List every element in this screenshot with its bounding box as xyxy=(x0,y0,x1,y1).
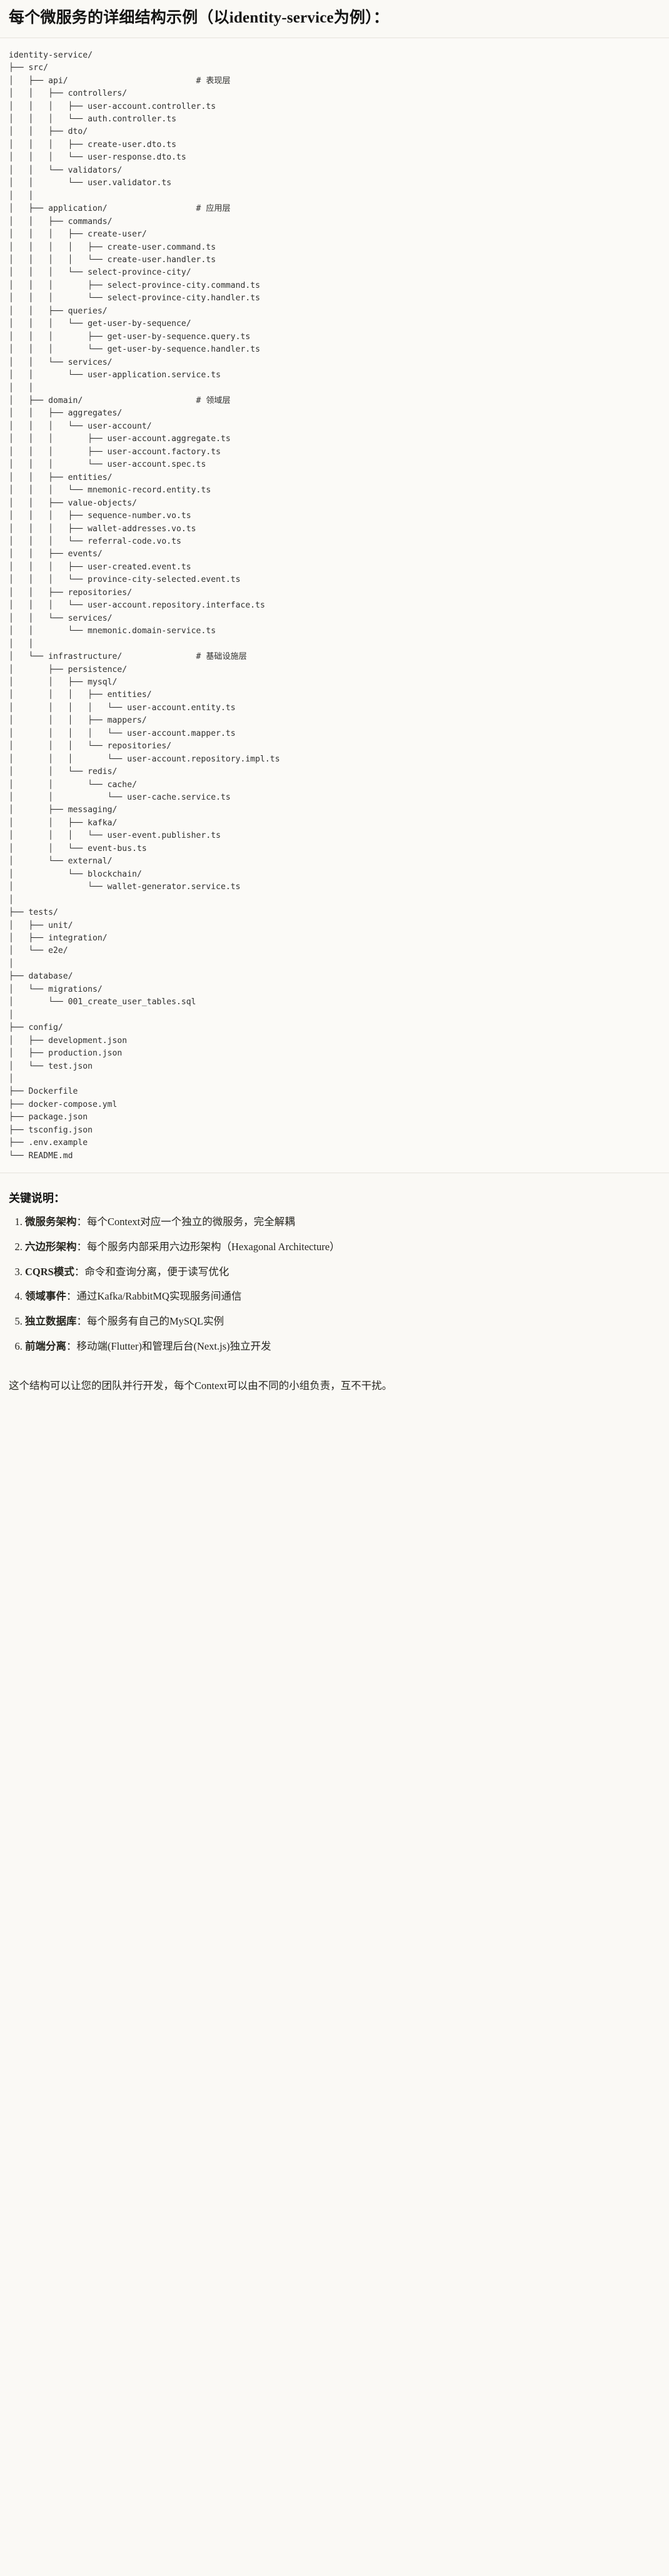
note-term: 微服务架构 xyxy=(25,1216,77,1228)
directory-tree: identity-service/ ├── src/ │ ├── api/ # … xyxy=(9,50,280,1161)
note-term: 前端分离 xyxy=(25,1340,66,1352)
note-body: 每个服务内部采用六边形架构（Hexagonal Architecture） xyxy=(87,1240,340,1253)
note-body: 每个Context对应一个独立的微服务，完全解耦 xyxy=(87,1216,295,1228)
list-item: 前端分离：移动端(Flutter)和管理后台(Next.js)独立开发 xyxy=(25,1339,660,1355)
list-item: 领域事件：通过Kafka/RabbitMQ实现服务间通信 xyxy=(25,1289,660,1305)
page-title: 每个微服务的详细结构示例（以identity-service为例）： xyxy=(9,9,390,26)
note-term: CQRS模式 xyxy=(25,1265,74,1278)
list-item: CQRS模式：命令和查询分离，便于读写优化 xyxy=(25,1265,660,1280)
note-term: 六边形架构 xyxy=(25,1240,77,1253)
list-item: 微服务架构：每个Context对应一个独立的微服务，完全解耦 xyxy=(25,1214,660,1230)
note-separator: ： xyxy=(66,1340,77,1352)
note-body: 命令和查询分离，便于读写优化 xyxy=(84,1265,229,1278)
note-separator: ： xyxy=(66,1290,77,1303)
list-item: 独立数据库：每个服务有自己的MySQL实例 xyxy=(25,1314,660,1330)
directory-tree-code-block: identity-service/ ├── src/ │ ├── api/ # … xyxy=(0,38,669,1173)
list-item: 六边形架构：每个服务内部采用六边形架构（Hexagonal Architectu… xyxy=(25,1240,660,1255)
closing-paragraph: 这个结构可以让您的团队并行开发，每个Context可以由不同的小组负责，互不干扰… xyxy=(9,1379,393,1392)
note-separator: ： xyxy=(76,1240,88,1253)
key-notes-list: 微服务架构：每个Context对应一个独立的微服务，完全解耦 六边形架构：每个服… xyxy=(9,1214,660,1355)
note-term: 领域事件 xyxy=(25,1290,66,1303)
note-term: 独立数据库 xyxy=(25,1315,77,1328)
note-separator: ： xyxy=(76,1315,88,1328)
note-separator: ： xyxy=(76,1216,88,1228)
note-body: 每个服务有自己的MySQL实例 xyxy=(87,1315,224,1328)
key-notes-title: 关键说明： xyxy=(9,1192,65,1205)
document-page: 每个微服务的详细结构示例（以identity-service为例）： ident… xyxy=(0,0,669,1403)
note-separator: ： xyxy=(74,1265,85,1278)
note-body: 移动端(Flutter)和管理后台(Next.js)独立开发 xyxy=(76,1340,271,1352)
note-body: 通过Kafka/RabbitMQ实现服务间通信 xyxy=(76,1290,242,1303)
key-notes-section: 关键说明： 微服务架构：每个Context对应一个独立的微服务，完全解耦 六边形… xyxy=(0,1173,669,1368)
